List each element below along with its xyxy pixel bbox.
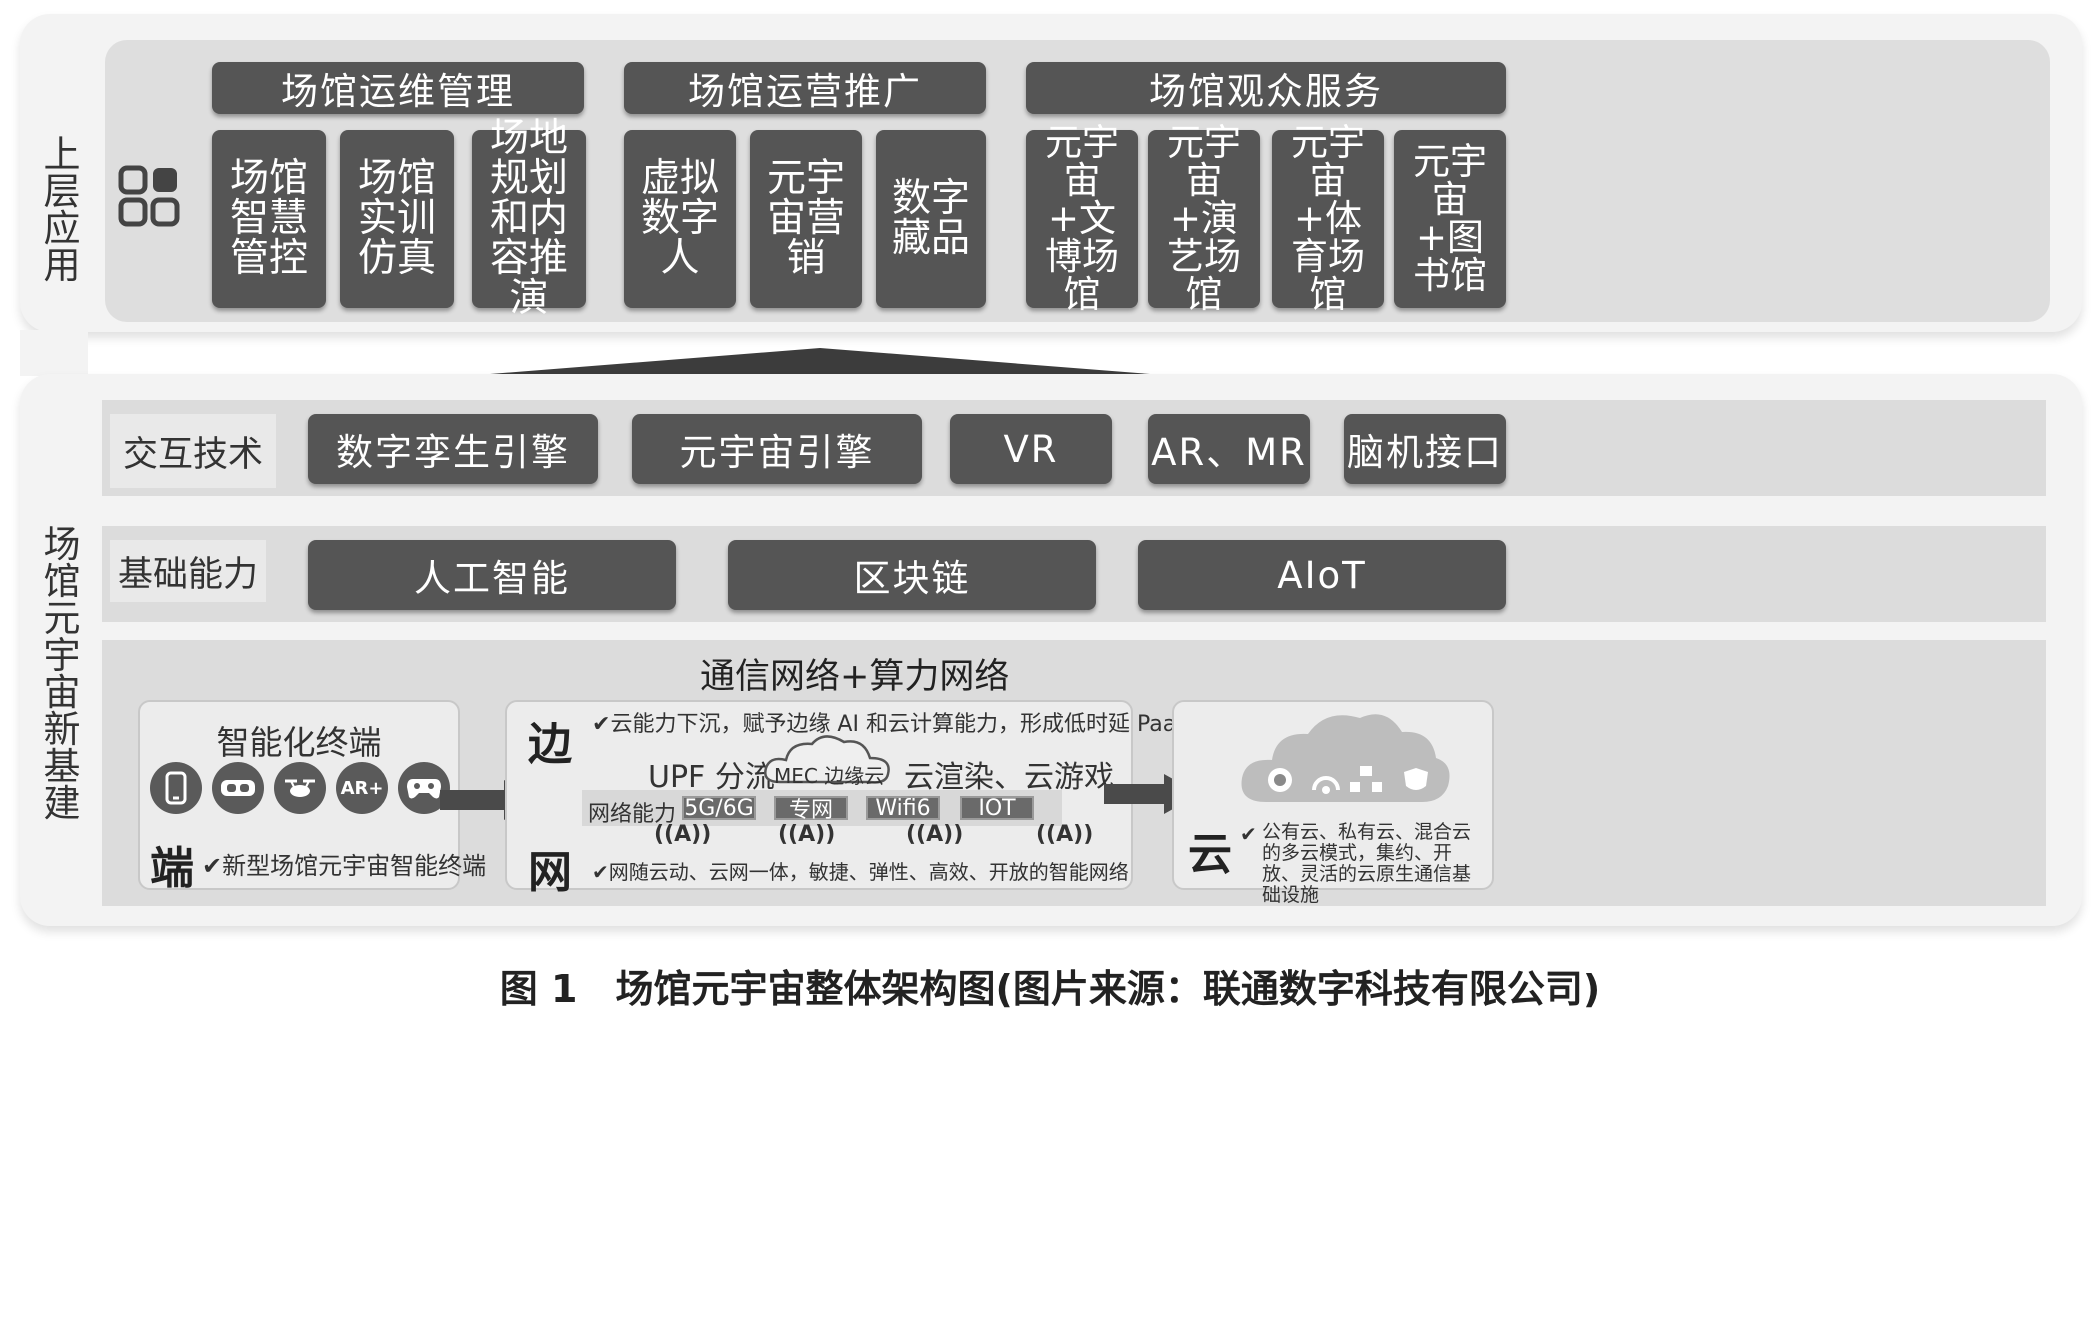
tech-metaverse-engine: 元宇宙引擎 bbox=[632, 414, 922, 484]
group-header-promotion: 场馆运营推广 bbox=[624, 62, 986, 114]
upper-application-label: 上层应用 bbox=[43, 133, 81, 287]
network-tag: 网 bbox=[528, 847, 572, 898]
antenna-icon: ((A)) bbox=[654, 822, 712, 847]
network-description: ✔网随云动、云网一体，敏捷、弹性、高效、开放的智能网络 bbox=[592, 860, 1129, 884]
tech-digital-twin-engine: 数字孪生引擎 bbox=[308, 414, 598, 484]
capability-blockchain: 区块链 bbox=[728, 540, 1096, 610]
app-virtual-human: 虚拟数字人 bbox=[624, 130, 736, 308]
app-performance: 元宇宙+演艺场馆 bbox=[1148, 124, 1260, 314]
terminal-tag: 端 bbox=[150, 843, 194, 894]
group-header-operations: 场馆运维管理 bbox=[212, 62, 584, 114]
drone-icon bbox=[274, 762, 326, 814]
phone-icon bbox=[150, 762, 202, 814]
network-capability-label: 网络能力 bbox=[588, 802, 677, 827]
net-iot: IOT bbox=[960, 796, 1034, 821]
upf-label: UPF 分流 bbox=[648, 760, 775, 795]
antenna-icon: ((A)) bbox=[1036, 822, 1094, 847]
app-training-simulation: 场馆实训仿真 bbox=[340, 130, 454, 308]
app-sports: 元宇宙+体育场馆 bbox=[1272, 124, 1384, 314]
ar-icon: AR+ bbox=[336, 762, 388, 814]
figure-caption: 图 1 场馆元宇宙整体架构图(图片来源：联通数字科技有限公司) bbox=[499, 967, 1601, 1011]
edge-tag: 边 bbox=[528, 719, 572, 770]
app-smart-control: 场馆智慧管控 bbox=[212, 130, 326, 308]
cloud-services-icon bbox=[1236, 706, 1454, 810]
vr-headset-icon bbox=[212, 762, 264, 814]
cloud-description: 公有云、私有云、混合云的多云模式，集约、开放、灵活的云原生通信基础设施 bbox=[1262, 821, 1472, 906]
edge-description: ✔云能力下沉，赋予边缘 AI 和云计算能力，形成低时延 PaaS 能力 bbox=[592, 712, 1242, 737]
network-title: 通信网络+算力网络 bbox=[700, 657, 1010, 697]
capability-ai: 人工智能 bbox=[308, 540, 676, 610]
cloud-check: ✔ bbox=[1240, 822, 1257, 846]
layer-connector bbox=[0, 330, 2100, 376]
terminal-title: 智能化终端 bbox=[216, 723, 382, 762]
app-grid-icon bbox=[118, 165, 180, 227]
app-metaverse-marketing: 元宇宙营销 bbox=[750, 130, 862, 308]
net-private: 专网 bbox=[774, 796, 848, 823]
net-5g6g: 5G/6G bbox=[682, 796, 756, 821]
tech-vr: VR bbox=[950, 414, 1112, 484]
render-label: 云渲染、云游戏 bbox=[904, 760, 1114, 795]
app-library: 元宇宙+图书馆 bbox=[1394, 130, 1506, 308]
foundation-label: 基础能力 bbox=[110, 540, 266, 602]
tech-brain-computer-interface: 脑机接口 bbox=[1344, 414, 1506, 484]
antenna-icon: ((A)) bbox=[906, 822, 964, 847]
tech-ar-mr: AR、MR bbox=[1148, 414, 1310, 484]
interaction-tech-label: 交互技术 bbox=[110, 414, 276, 488]
app-venue-planning: 场地规划和内容推演 bbox=[472, 119, 586, 319]
app-museum: 元宇宙+文博场馆 bbox=[1026, 124, 1138, 314]
mec-label: MEC 边缘云 bbox=[774, 764, 885, 788]
app-digital-collectibles: 数字藏品 bbox=[876, 130, 986, 308]
group-header-audience: 场馆观众服务 bbox=[1026, 62, 1506, 114]
cloud-tag: 云 bbox=[1188, 829, 1232, 880]
mec-cloud-icon bbox=[760, 732, 896, 788]
terminal-description: ✔新型场馆元宇宙智能终端 bbox=[202, 852, 487, 880]
capability-aiot: AIoT bbox=[1138, 540, 1506, 610]
net-wifi6: Wifi6 bbox=[866, 796, 940, 821]
antenna-icon: ((A)) bbox=[778, 822, 836, 847]
infrastructure-label: 场馆元宇宙新基建 bbox=[43, 523, 81, 825]
